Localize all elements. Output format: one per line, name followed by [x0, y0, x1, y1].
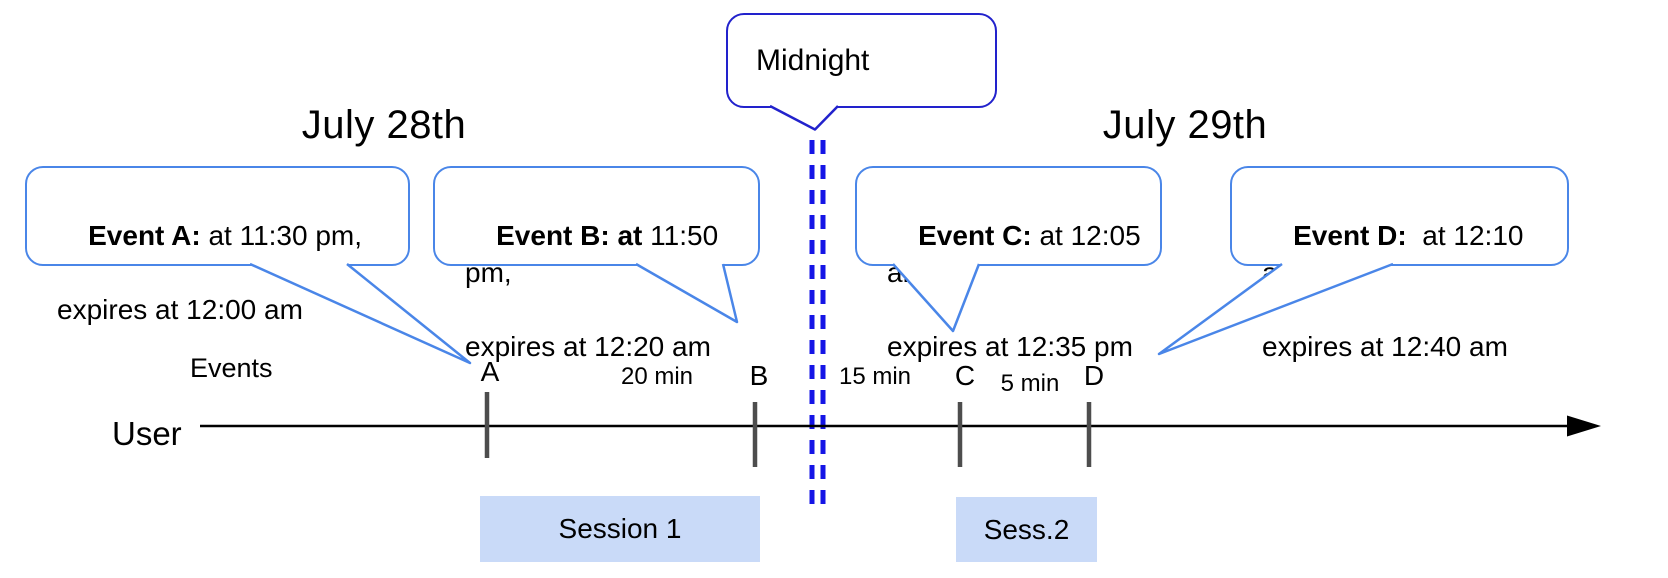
session-2-box: Sess.2	[956, 497, 1097, 562]
session-1-box: Session 1	[480, 496, 760, 562]
interval-label-5min: 5 min	[1000, 370, 1060, 397]
tick-label-b: B	[749, 360, 769, 391]
callout-event-c-expiry: expires at 12:35 pm	[887, 331, 1133, 362]
date-title-july-28: July 28th	[301, 103, 467, 147]
callout-event-a-expiry: expires at 12:00 am	[57, 294, 303, 325]
callout-event-d: Event D: at 12:10 am, expires at 12:40 a…	[1230, 166, 1569, 362]
callout-event-c-title: Event C:	[918, 220, 1032, 251]
tick-label-a: A	[480, 356, 500, 387]
interval-label-15min: 15 min	[838, 363, 912, 390]
midnight-callout: Midnight	[726, 13, 997, 108]
callout-event-d-title: Event D:	[1293, 220, 1407, 251]
midnight-dashed-line	[809, 140, 826, 512]
callout-event-c: Event C: at 12:05 am, expires at 12:35 p…	[855, 166, 1162, 362]
callout-event-b-time: 11:50 pm,	[465, 220, 726, 288]
callout-event-a-time: at 11:30 pm,	[200, 220, 363, 251]
midnight-label: Midnight	[756, 43, 870, 77]
date-title-july-29: July 29th	[1102, 103, 1268, 147]
callout-event-a: Event A: at 11:30 pm, expires at 12:00 a…	[25, 166, 410, 325]
session-1-label: Session 1	[558, 513, 682, 544]
session-2-label: Sess.2	[983, 513, 1070, 545]
callout-event-b-title: Event B: at	[496, 220, 643, 251]
callout-event-a-title: Event A:	[88, 220, 201, 251]
tick-label-d: D	[1083, 360, 1105, 391]
callout-event-b-expiry: expires at 12:20 am	[465, 331, 711, 362]
interval-label-20min: 20 min	[620, 363, 694, 390]
callout-event-b: Event B: at 11:50 pm, expires at 12:20 a…	[433, 166, 760, 362]
callout-event-d-expiry: expires at 12:40 am	[1262, 331, 1508, 362]
tick-label-c: C	[954, 360, 976, 391]
midnight-callout-tail	[769, 104, 839, 131]
user-axis-label: User	[112, 415, 182, 452]
